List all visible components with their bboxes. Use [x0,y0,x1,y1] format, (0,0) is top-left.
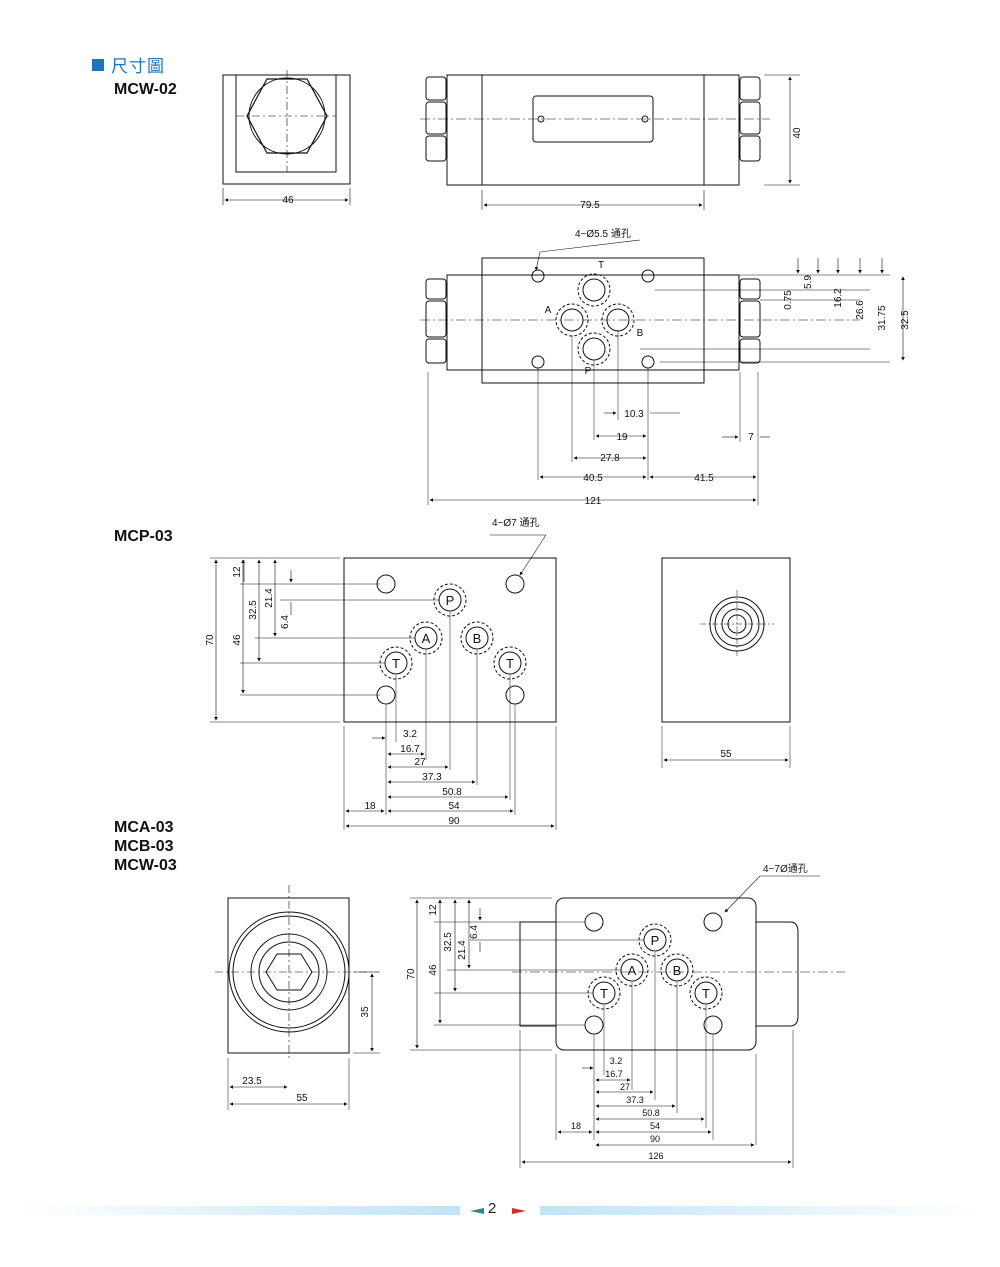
mcw02-dim-40-5: 40.5 [583,473,603,484]
mcp03-top-view [210,534,557,830]
mcp03-side-view [661,557,791,768]
mcp03-dim-70: 70 [205,634,216,646]
mca03-dim-32-5: 32.5 [443,932,454,952]
mca03-dim-23-5: 23.5 [242,1076,262,1087]
mca03-dim-50-8: 50.8 [642,1108,660,1118]
mcw02-dim-31-75: 31.75 [877,305,888,330]
mcp03-dim-46: 46 [232,634,243,646]
mcw02-dim-79-5: 79.5 [580,200,600,211]
model-label-mcb03: MCB-03 [114,838,174,855]
mcp03-dim-18: 18 [364,801,376,812]
mcw02-port-a: A [545,305,552,316]
mcw02-dim-5-9: 5.9 [803,275,814,289]
mcw02-dim-0-75: 0.75 [783,290,794,310]
model-label-mcw03: MCW-03 [114,857,177,874]
model-label-mcw02: MCW-02 [114,81,177,98]
mcp03-dim-27: 27 [414,757,426,768]
footer-arrow-left-icon [470,1208,484,1214]
mca03-dim-16-7: 16.7 [605,1069,623,1079]
mca03-dim-46: 46 [428,964,439,976]
mcw02-port-p: P [585,366,592,377]
mcw02-port-t: T [598,260,604,271]
footer-arrow-right-icon [512,1208,526,1214]
mca03-port-t-right: T [702,986,710,1001]
mcp03-dim-54: 54 [448,801,460,812]
mcp03-dim-90: 90 [448,816,460,827]
mcp03-dim-16-7: 16.7 [400,744,420,755]
mcp03-port-p: P [446,593,455,608]
mcp03-dim-21-4: 21.4 [264,588,275,608]
mca03-dim-3-2: 3.2 [610,1056,623,1066]
mcp03-side-dim-55: 55 [720,749,732,760]
mcp03-holes-note: 4−Ø7 通孔 [492,517,540,529]
mca03-end-view [215,885,380,1110]
mcw02-dim-46: 46 [282,195,294,206]
mcw02-dim-19: 19 [616,432,628,443]
mca03-dim-54: 54 [650,1121,660,1131]
mcw02-holes-note: 4−Ø5.5 通孔 [575,228,631,240]
mca03-dim-126: 126 [648,1151,663,1161]
mcw02-dim-41-5: 41.5 [694,473,714,484]
mcw02-dim-32-5: 32.5 [900,310,911,330]
square-bullet-icon [92,58,104,71]
mcw02-dim-26-6: 26.6 [855,300,866,320]
mcp03-port-a: A [422,631,431,646]
mca03-port-a: A [628,963,637,978]
mcw02-end-view [222,70,351,205]
mca03-top-view [410,875,845,1168]
mca03-dim-18: 18 [571,1121,581,1131]
mca03-port-b: B [673,963,682,978]
mcp03-port-b: B [473,631,482,646]
mca03-port-p: P [651,933,660,948]
mcp03-dim-3-2: 3.2 [403,729,417,740]
mcp03-dim-50-8: 50.8 [442,787,462,798]
mca03-dim-55: 55 [296,1093,308,1104]
footer-bar-left [20,1206,460,1215]
mca03-dim-12: 12 [428,904,439,916]
mcp03-port-t-right: T [506,656,514,671]
mcw02-side-view [420,74,800,210]
mca03-dim-21-4: 21.4 [457,940,468,960]
mcp03-dim-12: 12 [232,566,243,578]
mcw02-top-view [420,239,905,505]
mcp03-dim-6-4: 6.4 [280,615,291,629]
mcw02-dim-7: 7 [748,432,754,443]
mcw02-dim-16-2: 16.2 [833,288,844,308]
footer-bar-right [540,1206,980,1215]
mca03-dim-90: 90 [650,1134,660,1144]
page-number: 2 [488,1200,497,1217]
model-label-mcp03: MCP-03 [114,528,173,545]
mcw02-dim-121: 121 [585,496,602,507]
mcw02-dim-27-8: 27.8 [600,453,620,464]
mcw02-dim-40: 40 [792,127,803,139]
section-header: 尺寸圖 [92,52,165,77]
mcw02-port-b: B [637,328,644,339]
mca03-dim-35: 35 [360,1006,371,1018]
mcp03-port-t-left: T [392,656,400,671]
mca03-dim-37-3: 37.3 [626,1095,644,1105]
mcp03-dim-32-5: 32.5 [248,600,259,620]
model-label-mca03: MCA-03 [114,819,174,836]
mca03-holes-note: 4−7Ø通孔 [763,863,808,875]
mcw02-dim-10-3: 10.3 [624,409,644,420]
mca03-port-t-left: T [600,986,608,1001]
mca03-dim-27: 27 [620,1082,630,1092]
mca03-dim-70: 70 [406,968,417,980]
mca03-dim-6-4: 6.4 [469,925,480,939]
mcp03-dim-37-3: 37.3 [422,772,442,783]
section-title: 尺寸圖 [111,57,165,76]
